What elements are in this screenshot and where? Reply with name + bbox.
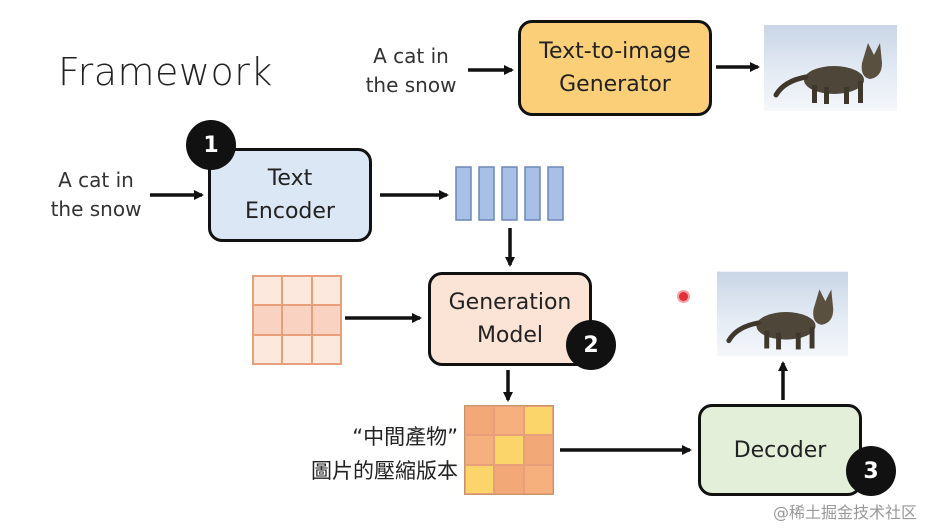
text-encoder-box: Text Encoder (208, 148, 372, 242)
top-input-line-2: the snow (365, 73, 457, 97)
cat-photo-icon-top (764, 25, 897, 111)
encoder-line-1: Text (267, 166, 313, 191)
red-pointer-dot (679, 292, 688, 301)
t2i-line-2: Generator (559, 72, 671, 97)
noise-grid-icon (252, 275, 342, 365)
watermark: @稀土掘金技术社区 (772, 503, 917, 522)
top-input-line-1: A cat in (373, 44, 449, 68)
t2i-line-1: Text-to-image (539, 39, 691, 64)
step-2-badge: 2 (566, 320, 616, 370)
intermediate-line-2: 圖片的壓縮版本 (311, 459, 458, 483)
step-1-badge: 1 (186, 120, 236, 170)
generation-model-box: Generation Model (428, 272, 592, 366)
genmodel-line-1: Generation (448, 290, 572, 315)
intermediate-line-1: “中間產物” (352, 425, 458, 449)
cat-photo-icon-bottom (717, 271, 848, 357)
left-input-text: A cat in the snow (46, 166, 146, 224)
step-3-badge: 3 (846, 446, 896, 496)
left-input-line-1: A cat in (58, 168, 134, 192)
genmodel-line-2: Model (476, 323, 544, 348)
intermediate-label: “中間產物” 圖片的壓縮版本 (262, 420, 458, 488)
page-title: Framework (58, 50, 273, 94)
latent-grid-icon (464, 405, 554, 495)
decoder-box: Decoder (698, 404, 862, 496)
encoder-line-2: Encoder (245, 199, 335, 224)
top-input-text: A cat in the snow (362, 42, 460, 100)
left-input-line-2: the snow (50, 197, 142, 221)
embedding-vector-icon (455, 166, 564, 221)
text-to-image-generator-box: Text-to-image Generator (518, 20, 712, 116)
